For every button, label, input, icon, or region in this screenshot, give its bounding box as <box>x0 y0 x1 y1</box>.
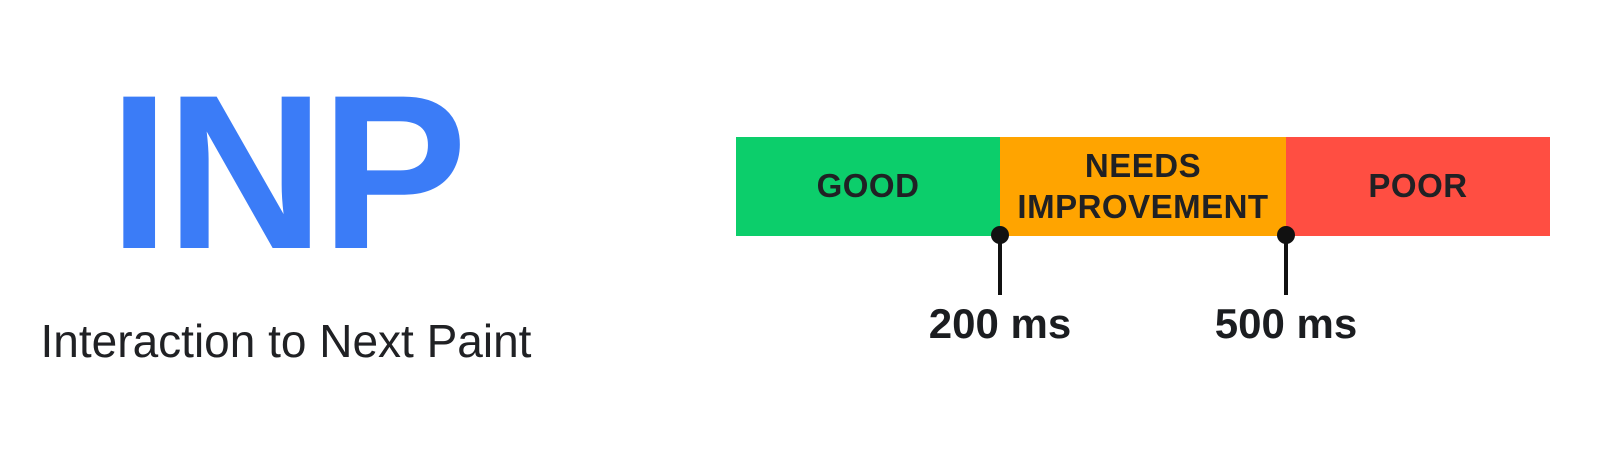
segment-poor: POOR <box>1286 137 1550 236</box>
segment-good: GOOD <box>736 137 1000 236</box>
segment-poor-label: POOR <box>1368 167 1468 205</box>
threshold-label-500ms: 500 ms <box>1214 300 1358 347</box>
segment-good-label: GOOD <box>816 167 920 205</box>
segment-needs-improvement-label: NEEDS IMPROVEMENT <box>1017 147 1269 225</box>
metric-abbreviation: INP <box>108 49 468 295</box>
marker-line <box>998 236 1002 295</box>
metric-full-name: Interaction to Next Paint <box>40 315 532 367</box>
metric-block: INP Interaction to Next Paint <box>15 62 557 368</box>
threshold-scale-bar: GOOD NEEDS IMPROVEMENT POOR <box>736 137 1550 236</box>
marker-line <box>1284 236 1288 295</box>
marker-dot <box>1277 226 1295 244</box>
marker-dot <box>991 226 1009 244</box>
threshold-label-200ms: 200 ms <box>928 300 1072 347</box>
segment-needs-improvement: NEEDS IMPROVEMENT <box>1000 137 1286 236</box>
